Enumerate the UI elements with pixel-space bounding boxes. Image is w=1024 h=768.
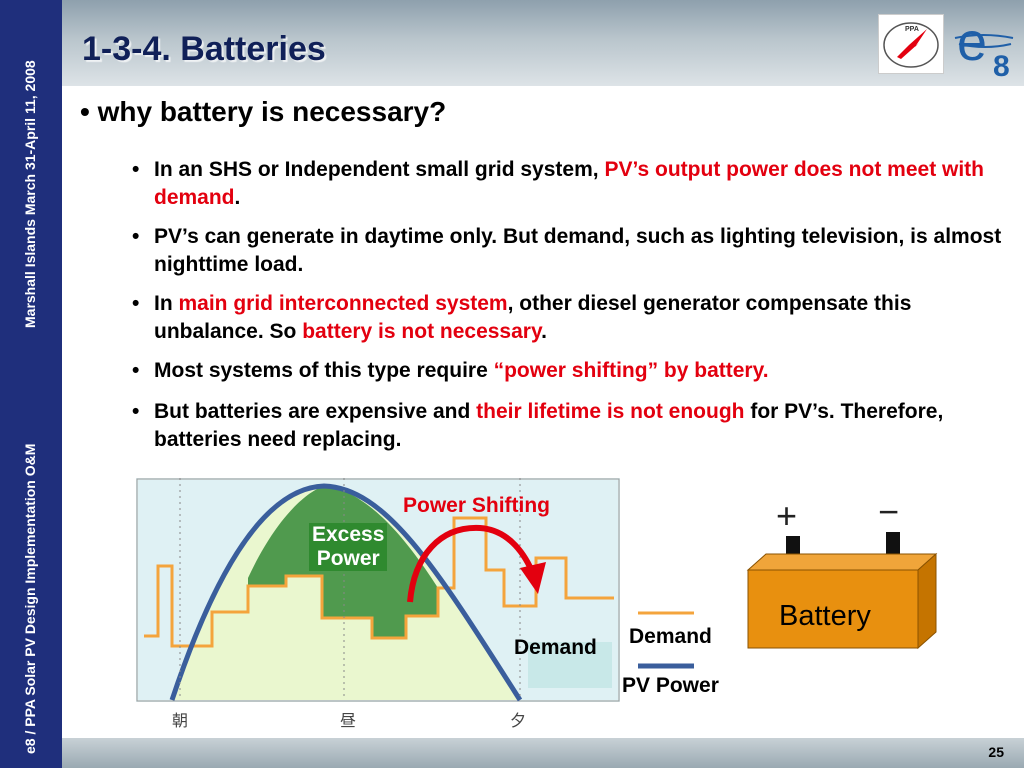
demand-box [528, 642, 612, 688]
main-bullet: • why battery is necessary? [80, 96, 446, 128]
legend-pv-label: PV Power [622, 674, 719, 697]
bullet-dot: • [132, 292, 140, 315]
e8-logo-letter: e [957, 12, 987, 72]
x-label-evening: 夕 [510, 711, 526, 730]
e8-logo-number: 8 [993, 50, 1010, 80]
ppa-logo: PPA [878, 14, 944, 74]
power-shifting-label: Power Shifting [403, 494, 550, 517]
ppa-logo-text: PPA [905, 26, 919, 33]
sub-bullet-text: In main grid interconnected system, othe… [154, 292, 912, 343]
page-number: 25 [988, 744, 1004, 760]
battery-top [746, 553, 938, 571]
sky-footer-background [62, 738, 1024, 768]
battery-minus-symbol: − [878, 496, 899, 532]
battery-label: Battery [779, 600, 871, 632]
bullet-dot: • [132, 400, 140, 423]
excess-power-label: Excess Power [309, 523, 388, 571]
bullet-dot: • [80, 96, 90, 127]
legend-lines [638, 611, 694, 669]
sidebar-date-text: Marshall Islands March 31-April 11, 2008 [22, 60, 38, 328]
demand-area-label: Demand [514, 636, 597, 659]
e8-logo: e 8 [953, 10, 1019, 83]
bullet-dot: • [132, 158, 140, 181]
x-label-noon: 昼 [340, 711, 356, 730]
diagram-frame [136, 478, 620, 702]
power-shifting-arrow [407, 524, 546, 603]
battery-illustration: + − [746, 496, 938, 650]
bullet-dot: • [132, 225, 140, 248]
sidebar-course-text: e8 / PPA Solar PV Design Implementation … [22, 443, 38, 754]
demand-line [144, 516, 614, 648]
x-label-morning: 朝 [172, 711, 188, 730]
sub-bullet: • PV’s can generate in daytime only. But… [132, 223, 1002, 279]
bullet-dot: • [132, 359, 140, 382]
sub-bullet-text: But batteries are expensive and their li… [154, 400, 944, 451]
sub-bullet-text: In an SHS or Independent small grid syst… [154, 158, 985, 209]
sky-header-background [62, 0, 1024, 86]
battery-side [917, 552, 937, 650]
sub-bullet: • In main grid interconnected system, ot… [132, 290, 1002, 346]
excess-line-1: Excess [312, 523, 385, 546]
sub-bullet: • But batteries are expensive and their … [132, 398, 1002, 454]
sub-bullet-text: Most systems of this type require “power… [154, 359, 769, 382]
time-axis-strip [136, 702, 620, 738]
sub-bullet: • Most systems of this type require “pow… [132, 357, 1002, 385]
sub-bullet-text: PV’s can generate in daytime only. But d… [154, 225, 1002, 276]
sidebar: Marshall Islands March 31-April 11, 2008… [0, 0, 62, 768]
excess-line-2: Power [316, 547, 380, 570]
battery-plus-symbol: + [776, 496, 797, 536]
battery-front [747, 569, 919, 649]
load-pv-diagram: 朝 昼 夕 [136, 478, 620, 738]
pv-curve [169, 483, 523, 702]
slide-title: 1-3-4. Batteries [82, 30, 326, 68]
legend-demand-label: Demand [629, 625, 712, 648]
sub-bullet: • In an SHS or Independent small grid sy… [132, 156, 1002, 212]
main-bullet-text: why battery is necessary? [97, 96, 447, 127]
